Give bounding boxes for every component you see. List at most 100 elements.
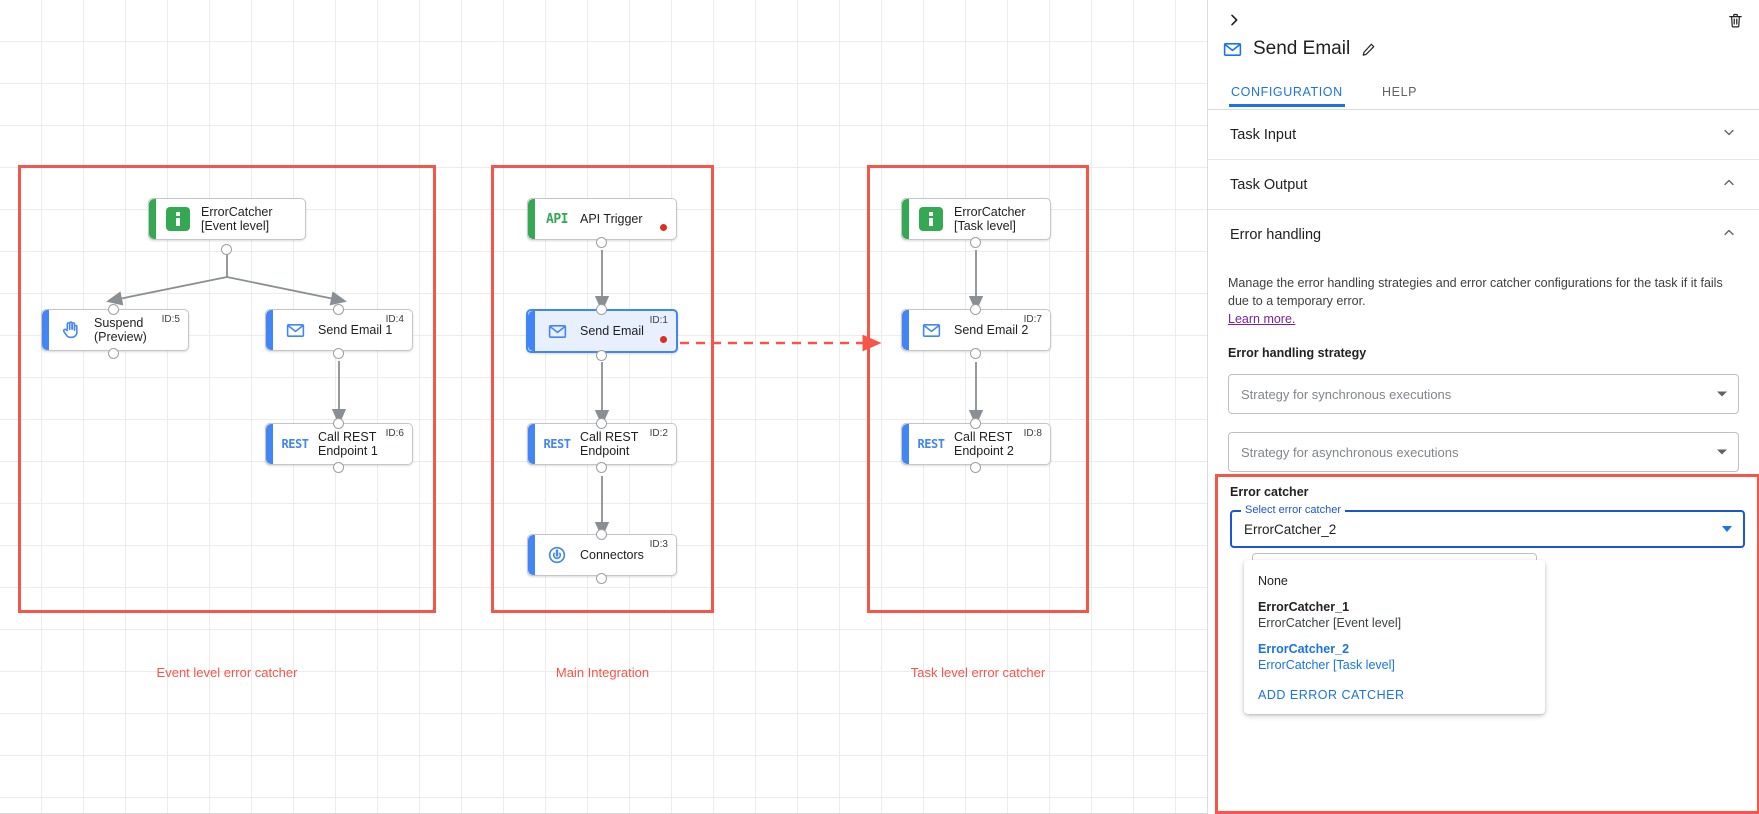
group-main-integration	[491, 165, 714, 613]
error-catcher-icon	[165, 206, 191, 232]
node-api-trigger[interactable]: API API Trigger	[527, 198, 677, 240]
node-id-label: ID:4	[385, 314, 404, 325]
node-accent-bar	[528, 311, 535, 351]
async-strategy-value: Strategy for asynchronous executions	[1241, 444, 1459, 460]
node-call-rest-endpoint-1[interactable]: REST Call REST Endpoint 1 ID:6	[265, 423, 413, 465]
port-in[interactable]	[333, 418, 344, 429]
node-accent-bar	[266, 424, 273, 464]
port-out[interactable]	[333, 348, 344, 359]
panel-header: Send Email	[1208, 0, 1759, 76]
node-id-label: ID:6	[385, 428, 404, 439]
node-id-label: ID:8	[1023, 428, 1042, 439]
port-out[interactable]	[970, 237, 981, 248]
port-out[interactable]	[596, 350, 607, 361]
section-task-input[interactable]: Task Input	[1208, 110, 1759, 160]
pencil-icon[interactable]	[1360, 41, 1377, 58]
node-label: Connectors	[580, 548, 644, 562]
node-errorcatcher-event-level[interactable]: ErrorCatcher [Event level]	[148, 198, 306, 240]
node-label: Send Email 2	[954, 323, 1029, 337]
node-label: ErrorCatcher [Task level]	[954, 205, 1026, 233]
port-out[interactable]	[970, 348, 981, 359]
node-call-rest-endpoint[interactable]: REST Call REST Endpoint ID:2	[527, 423, 677, 465]
node-accent-bar	[149, 199, 156, 239]
trash-icon[interactable]	[1723, 8, 1747, 32]
node-label: ErrorCatcher [Event level]	[201, 205, 273, 233]
email-icon	[918, 317, 944, 343]
option-primary: ErrorCatcher_1	[1258, 600, 1350, 614]
add-error-catcher-button[interactable]: ADD ERROR CATCHER	[1258, 688, 1405, 702]
node-accent-bar	[528, 424, 535, 464]
select-error-catcher-floating-label: Select error catcher	[1241, 504, 1345, 516]
section-title: Error handling	[1230, 227, 1322, 243]
menu-option-errorcatcher-2[interactable]: ErrorCatcher_2 ErrorCatcher [Task level]	[1244, 636, 1545, 678]
rest-icon-text: REST	[543, 437, 571, 451]
tab-configuration[interactable]: CONFIGURATION	[1229, 80, 1345, 107]
node-id-label: ID:3	[649, 539, 668, 550]
port-in[interactable]	[596, 304, 607, 315]
error-catcher-dropdown-menu[interactable]: None ErrorCatcher_1 ErrorCatcher [Event …	[1244, 560, 1545, 714]
port-out[interactable]	[596, 573, 607, 584]
api-icon: API	[544, 206, 570, 232]
node-label: Suspend (Preview)	[94, 316, 147, 344]
port-out[interactable]	[221, 244, 232, 255]
email-icon	[1222, 39, 1243, 60]
select-error-catcher-field[interactable]: Select error catcher ErrorCatcher_2	[1230, 504, 1745, 548]
port-in[interactable]	[333, 304, 344, 315]
chevron-right-icon[interactable]	[1222, 8, 1246, 32]
node-id-label: ID:7	[1023, 314, 1042, 325]
select-error-catcher-value: ErrorCatcher_2	[1244, 521, 1337, 537]
node-id-label: ID:2	[649, 428, 668, 439]
node-accent-bar	[902, 310, 909, 350]
node-call-rest-endpoint-2[interactable]: REST Call REST Endpoint 2 ID:8	[901, 423, 1051, 465]
group-task-level-caption: Task level error catcher	[910, 665, 1046, 680]
api-icon-text: API	[546, 211, 568, 227]
email-icon	[282, 317, 308, 343]
node-errorcatcher-task-level[interactable]: ErrorCatcher [Task level]	[901, 198, 1051, 240]
group-task-level	[867, 165, 1089, 613]
port-out[interactable]	[596, 462, 607, 473]
port-out[interactable]	[970, 462, 981, 473]
section-title: Task Output	[1230, 176, 1308, 193]
port-out[interactable]	[596, 237, 607, 248]
node-id-label: ID:5	[161, 314, 180, 325]
node-suspend-preview[interactable]: Suspend (Preview) ID:5	[41, 309, 189, 351]
port-in[interactable]	[596, 529, 607, 540]
rest-icon-text: REST	[281, 437, 309, 451]
chevron-down-icon	[1717, 449, 1727, 455]
email-icon	[544, 318, 570, 344]
group-main-integration-caption: Main Integration	[555, 665, 650, 680]
port-in[interactable]	[596, 418, 607, 429]
node-connectors[interactable]: Connectors ID:3	[527, 534, 677, 576]
node-accent-bar	[902, 424, 909, 464]
section-error-handling[interactable]: Error handling	[1208, 210, 1759, 260]
integration-canvas[interactable]: Event level error catcher Main Integrati…	[0, 0, 1207, 814]
node-accent-bar	[42, 310, 49, 350]
section-task-output[interactable]: Task Output	[1208, 160, 1759, 210]
node-send-email-1[interactable]: Send Email 1 ID:4	[265, 309, 413, 351]
async-strategy-select[interactable]: Strategy for asynchronous executions	[1228, 432, 1739, 472]
error-handling-body: Manage the error handling strategies and…	[1208, 260, 1759, 472]
port-out[interactable]	[333, 462, 344, 473]
menu-option-none[interactable]: None	[1244, 568, 1545, 594]
node-label: Call REST Endpoint 1	[318, 430, 378, 458]
panel-tabs: CONFIGURATION HELP	[1208, 80, 1759, 110]
chevron-down-icon	[1722, 526, 1732, 532]
port-in[interactable]	[970, 418, 981, 429]
rest-icon: REST	[918, 431, 945, 457]
port-out[interactable]	[108, 348, 119, 359]
learn-more-link[interactable]: Learn more.	[1228, 312, 1296, 326]
node-error-indicator	[660, 224, 667, 231]
rest-icon: REST	[281, 431, 309, 457]
port-in[interactable]	[108, 304, 119, 315]
sync-strategy-select[interactable]: Strategy for synchronous executions	[1228, 374, 1739, 414]
node-accent-bar	[528, 199, 535, 239]
node-send-email-2[interactable]: Send Email 2 ID:7	[901, 309, 1051, 351]
node-label: Call REST Endpoint	[580, 430, 639, 458]
chevron-up-icon	[1721, 225, 1737, 246]
node-send-email[interactable]: Send Email ID:1	[526, 309, 678, 353]
port-in[interactable]	[970, 304, 981, 315]
node-label: API Trigger	[580, 212, 643, 226]
menu-option-errorcatcher-1[interactable]: ErrorCatcher_1 ErrorCatcher [Event level…	[1244, 594, 1545, 636]
tab-help[interactable]: HELP	[1382, 85, 1418, 99]
node-accent-bar	[266, 310, 273, 350]
